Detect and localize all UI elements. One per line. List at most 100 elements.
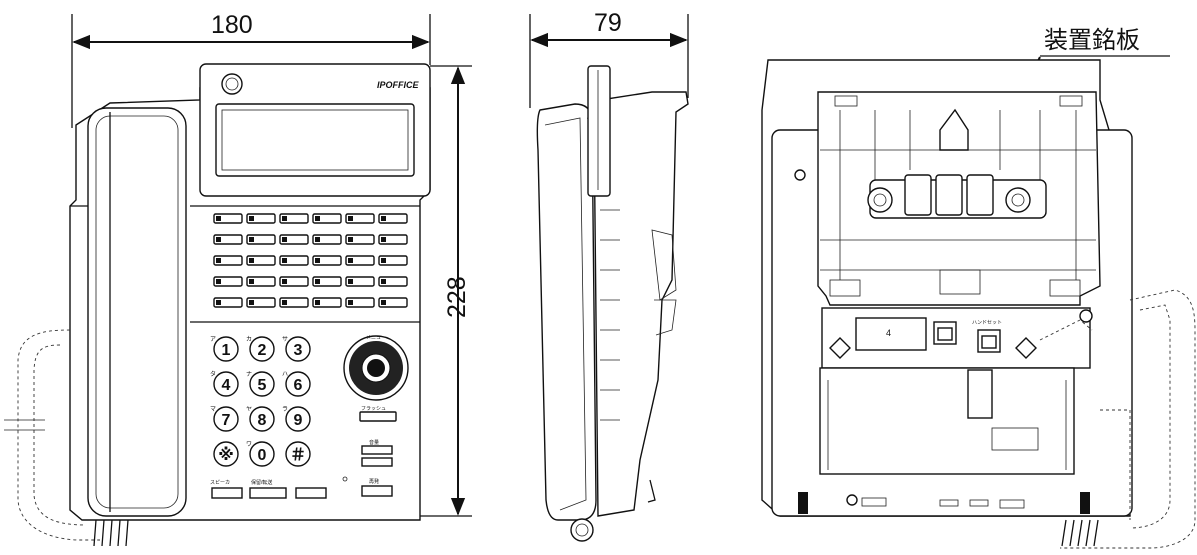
dial-key-digit: 9 — [294, 412, 303, 429]
depth-dimension-label: 79 — [594, 9, 622, 37]
width-dimension-label: 180 — [211, 11, 253, 39]
dial-key — [249, 371, 275, 397]
dial-key — [285, 336, 311, 362]
dial-key-digit: 5 — [258, 377, 267, 394]
function-key-lamp — [249, 258, 254, 263]
svg-text:再発: 再発 — [369, 478, 379, 485]
function-key-lamp — [216, 216, 221, 221]
function-key-lamp — [348, 279, 353, 284]
mute-key-up — [361, 445, 393, 455]
side-view: 79 — [529, 9, 689, 542]
dial-key-digit: 4 — [222, 377, 231, 394]
dial-key — [285, 406, 311, 432]
menu-label: メニュー — [366, 335, 386, 341]
function-key-lamp — [348, 216, 353, 221]
function-key-lamp — [381, 237, 386, 242]
function-key-lamp — [282, 300, 287, 305]
svg-text:保留/転送: 保留/転送 — [251, 479, 272, 486]
dial-key-digit: 1 — [222, 342, 231, 359]
wall-hook — [939, 108, 969, 151]
dial-key — [213, 336, 239, 362]
cursor-pad: メニュー — [343, 335, 409, 401]
speaker-key — [211, 487, 243, 499]
lcd-screen — [215, 103, 415, 177]
function-key-lamp — [381, 279, 386, 284]
function-key-lamp — [249, 216, 254, 221]
dial-key-kana: ワ — [246, 441, 252, 448]
dial-key-kana: タ — [210, 370, 216, 378]
function-key-grid — [213, 213, 408, 308]
soft-keys: フラッシュ 音量 再発 スピーカ 保留/転送 — [210, 406, 397, 499]
function-key-lamp — [216, 279, 221, 284]
nameplate-label: 装置銘板 — [1044, 27, 1140, 54]
dial-key-kana: サ — [282, 336, 288, 343]
dial-key-digit: ※ — [218, 446, 234, 464]
dial-key-kana: カ — [246, 336, 252, 343]
dial-key-digit: ＃ — [290, 447, 306, 464]
dial-key-digit: 3 — [294, 342, 303, 359]
nameplate — [855, 317, 927, 351]
function-key-lamp — [282, 279, 287, 284]
dial-key-kana: ハ — [282, 372, 288, 378]
conference-key — [295, 487, 327, 499]
dial-key — [213, 371, 239, 397]
handset-port-label: ハンドセット — [972, 320, 1002, 326]
function-key-lamp — [216, 237, 221, 242]
dial-key-digit: 7 — [222, 412, 231, 429]
coil-cord — [93, 519, 129, 547]
display-led — [221, 73, 243, 95]
svg-text:スピーカ: スピーカ — [210, 480, 230, 486]
dial-key-kana: マ — [210, 406, 216, 413]
dial-key — [285, 441, 311, 467]
flash-key — [359, 411, 397, 422]
function-key-lamp — [381, 216, 386, 221]
function-key-lamp — [216, 300, 221, 305]
function-key-lamp — [249, 300, 254, 305]
function-key-lamp — [315, 258, 320, 263]
stand-hinges — [867, 174, 1047, 219]
logo: IPOFFICE — [377, 80, 419, 90]
svg-text:音量: 音量 — [369, 439, 379, 446]
function-key-lamp — [315, 279, 320, 284]
function-key-lamp — [348, 300, 353, 305]
back-view: 装置銘板 — [761, 27, 1196, 549]
function-key-lamp — [282, 237, 287, 242]
dial-key-kana: ヤ — [246, 406, 252, 413]
dial-key-kana: ラ — [282, 406, 288, 413]
handset — [87, 107, 187, 517]
dial-key — [249, 336, 275, 362]
function-key-lamp — [249, 237, 254, 242]
dial-key-digit: 6 — [294, 377, 303, 394]
hold-key — [249, 487, 287, 499]
dial-key-digit: 0 — [258, 447, 267, 464]
dial-key-kana: ア — [210, 336, 216, 343]
dial-key — [213, 406, 239, 432]
dial-key — [249, 441, 275, 467]
lower-compartment — [819, 367, 1075, 475]
dial-key — [213, 441, 239, 467]
side-cord-loop — [570, 518, 594, 542]
mute-key-down — [361, 457, 393, 467]
dial-key — [249, 406, 275, 432]
function-key-lamp — [381, 300, 386, 305]
function-key-lamp — [348, 237, 353, 242]
function-key-lamp — [315, 216, 320, 221]
side-handset — [536, 103, 597, 521]
handset-cord — [17, 329, 100, 541]
back-stand — [1060, 289, 1196, 549]
function-key-lamp — [282, 216, 287, 221]
cord-clip — [967, 369, 993, 419]
function-key-lamp — [315, 300, 320, 305]
side-display — [587, 65, 611, 197]
function-key-lamp — [216, 258, 221, 263]
dial-key — [285, 371, 311, 397]
dial-key-digit: 8 — [258, 412, 267, 429]
function-key-lamp — [381, 258, 386, 263]
svg-text:4: 4 — [886, 328, 891, 338]
function-key-lamp — [249, 279, 254, 284]
function-key-lamp — [282, 258, 287, 263]
function-key-lamp — [348, 258, 353, 263]
